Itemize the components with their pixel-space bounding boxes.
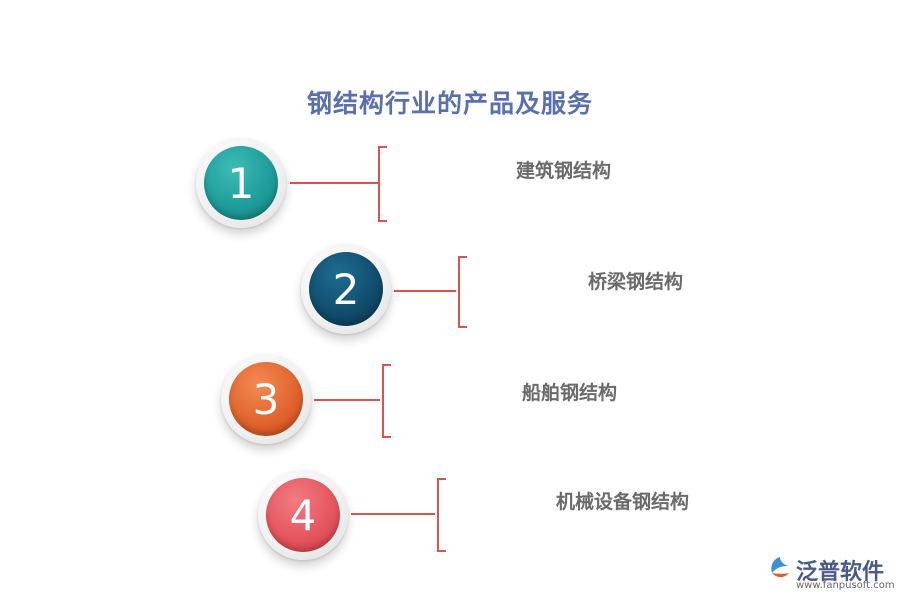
bracket-1 (378, 146, 387, 222)
connector-line-2 (394, 290, 456, 292)
number-badge-1: 1 (196, 138, 286, 228)
number-badge-3: 3 (221, 354, 311, 444)
connector-line-3 (314, 399, 380, 401)
number-2: 2 (309, 252, 383, 326)
bracket-4 (437, 478, 446, 552)
brand-logo: 泛普软件 www.fanpusoft.com (766, 548, 895, 594)
bracket-3 (382, 364, 391, 438)
number-4: 4 (266, 478, 340, 552)
connector-line-4 (351, 513, 435, 515)
fanpu-logo-icon (771, 557, 789, 578)
logo-name: 泛普软件 (796, 560, 885, 585)
label-1: 建筑钢结构 (516, 160, 612, 182)
number-badge-4: 4 (258, 470, 348, 560)
connector-line-1 (290, 182, 378, 184)
number-3: 3 (229, 362, 303, 436)
logo-url: www.fanpusoft.com (796, 580, 895, 591)
diagram-title: 钢结构行业的产品及服务 (306, 89, 593, 118)
number-badge-2: 2 (301, 244, 391, 334)
bracket-2 (458, 256, 467, 328)
label-3: 船舶钢结构 (522, 382, 618, 404)
number-1: 1 (204, 146, 278, 220)
label-4: 机械设备钢结构 (556, 491, 690, 513)
label-2: 桥梁钢结构 (588, 271, 684, 293)
